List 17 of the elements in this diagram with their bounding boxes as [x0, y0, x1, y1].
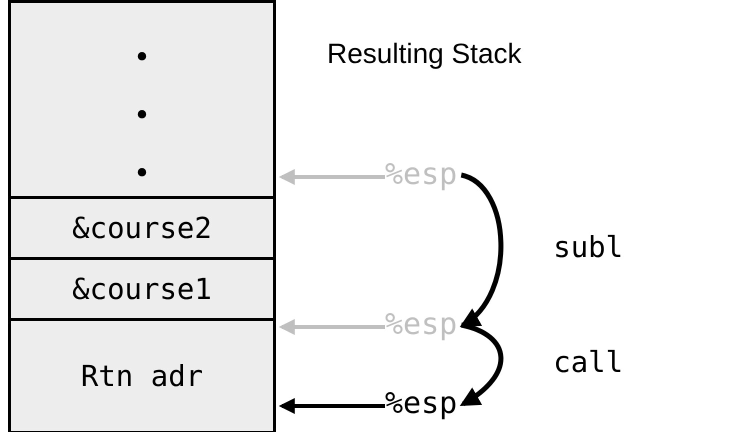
register-name: %esp [385, 386, 458, 421]
register-name: %esp [385, 157, 458, 192]
slot-value: Rtn adr [80, 359, 204, 393]
stack-slot [8, 257, 276, 321]
pointer-arrow [278, 169, 385, 185]
curved-arrow [460, 172, 504, 328]
ellipsis-dots: • • • [132, 38, 152, 192]
slot-value: &course1 [72, 272, 212, 306]
slot-value: &course2 [72, 211, 212, 245]
stack-slot [8, 0, 276, 199]
pointer-arrow [278, 398, 385, 414]
curved-arrow [460, 322, 504, 406]
diagram-title: Resulting Stack [327, 38, 522, 70]
pointer-arrow [278, 319, 385, 335]
register-name: %esp [385, 307, 458, 342]
stack-slot [8, 318, 276, 432]
stack-slot [8, 196, 276, 260]
